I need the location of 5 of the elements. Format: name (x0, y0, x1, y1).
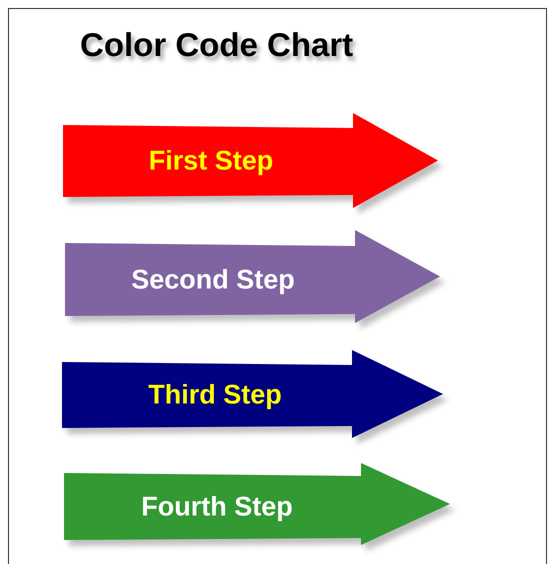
chart-title: Color Code Chart (80, 26, 354, 64)
step-label: First Step (148, 146, 274, 176)
step-label: Third Step (148, 380, 282, 410)
step-label: Fourth Step (141, 491, 293, 522)
step-label: Second Step (131, 264, 295, 295)
